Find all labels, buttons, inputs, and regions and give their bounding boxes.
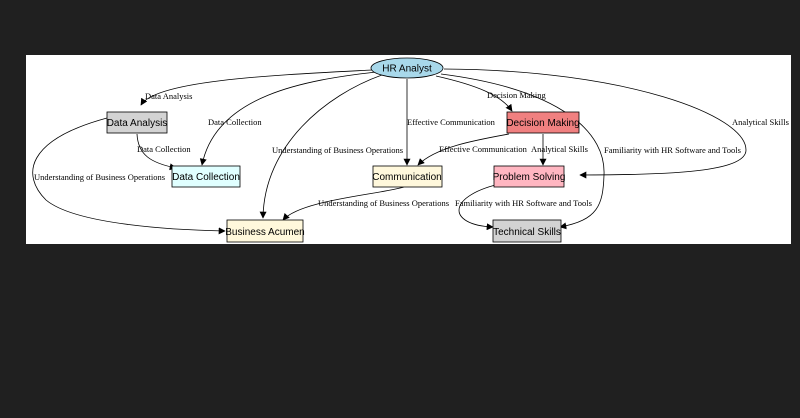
- edge-label-hr-data-collection: Data Collection: [208, 117, 262, 127]
- node-data-analysis[interactable]: Data Analysis: [106, 111, 168, 134]
- node-label-problem-solving: Problem Solving: [493, 172, 566, 183]
- edge-hr-to-problem-solving: [443, 68, 747, 179]
- edge-communication-to-business-acumen: [282, 186, 405, 221]
- edge-hr-to-data-analysis: [140, 69, 373, 106]
- node-problem-solving[interactable]: Problem Solving: [493, 165, 566, 188]
- edge-hr-to-business-acumen: [259, 74, 383, 219]
- edge-label-hr-data-analysis: Data Analysis: [145, 91, 192, 101]
- edge-hr-to-technical-skills-curve: [440, 73, 605, 230]
- node-label-technical-skills: Technical Skills: [493, 227, 561, 238]
- node-label-business-acumen: Business Acumen: [225, 227, 305, 238]
- edge-data-analysis-to-data-collection: [136, 133, 177, 171]
- node-decision-making[interactable]: Decision Making: [506, 111, 580, 134]
- edge-hr-to-decision-making: [435, 75, 513, 112]
- edge-label-comm-business-acumen: Understanding of Business Operations: [318, 198, 449, 208]
- edge-label-hr-business-acumen: Understanding of Business Operations: [272, 145, 403, 155]
- node-hr-analyst[interactable]: HR Analyst: [370, 57, 444, 79]
- edge-labels: Data Analysis Data Collection Understand…: [34, 90, 789, 208]
- edge-label-ps-technical-skills: Familiarity with HR Software and Tools: [455, 198, 592, 208]
- edge-label-da-data-collection: Data Collection: [137, 144, 191, 154]
- node-business-acumen[interactable]: Business Acumen: [225, 219, 305, 243]
- edge-label-hr-technical-skills: Familiarity with HR Software and Tools: [604, 145, 741, 155]
- node-label-decision-making: Decision Making: [506, 118, 579, 129]
- edge-label-dm-communication: Effective Communication: [439, 144, 528, 154]
- node-technical-skills[interactable]: Technical Skills: [492, 219, 562, 243]
- edge-label-dm-problem-solving: Analytical Skills: [531, 144, 588, 154]
- node-data-collection[interactable]: Data Collection: [171, 165, 241, 188]
- edge-data-analysis-to-business-acumen: [32, 117, 226, 235]
- edge-decision-making-to-communication: [417, 133, 510, 166]
- node-label-data-analysis: Data Analysis: [107, 118, 168, 129]
- diagram-canvas: Data Analysis Data Collection Understand…: [26, 55, 791, 244]
- node-communication[interactable]: Communication: [372, 165, 443, 188]
- edge-label-hr-decision-making: Decision Making: [487, 90, 547, 100]
- edge-hr-to-data-collection: [199, 71, 377, 166]
- node-label-communication: Communication: [372, 172, 441, 183]
- diagram-svg: Data Analysis Data Collection Understand…: [32, 57, 789, 243]
- edge-label-hr-problem-solving: Analytical Skills: [732, 117, 789, 127]
- edge-label-da-business-acumen: Understanding of Business Operations: [34, 172, 165, 182]
- edge-problem-solving-to-technical-skills: [458, 182, 505, 231]
- edges: [32, 68, 747, 235]
- edge-label-hr-communication: Effective Communication: [407, 117, 496, 127]
- node-label-hr-analyst: HR Analyst: [382, 64, 432, 75]
- node-label-data-collection: Data Collection: [172, 172, 240, 183]
